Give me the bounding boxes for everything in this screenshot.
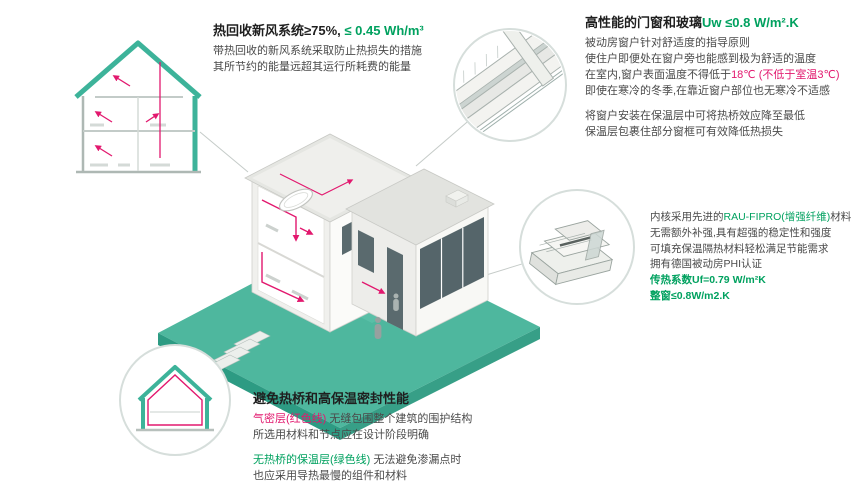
ventilation-body: 带热回收的新风系统采取防止热损失的措施 其所节约的能量远超其运行所耗费的能量 — [213, 44, 528, 76]
ventilation-title: 热回收新风系统≥75%, ≤ 0.45 Wh/m³ — [213, 20, 528, 39]
profile-line-1-material: RAU-FIPRO(增强纤维) — [723, 211, 831, 223]
profile-uf-value: 传热系数Uf=0.79 W/m²K — [650, 274, 766, 286]
ventilation-title-text: 热回收新风系统≥75%, — [213, 23, 341, 38]
person-figure — [393, 293, 399, 311]
windows-title: 高性能的门窗和玻璃Uw ≤0.8 W/m².K — [585, 12, 861, 31]
profile-line-1-suffix: 材料 — [830, 211, 852, 223]
windows-line-1: 被动房窗户针对舒适度的指导原则 — [585, 37, 750, 49]
glass-door — [387, 247, 403, 330]
ventilation-duct — [94, 62, 161, 158]
windows-line-3: 在室内,窗户表面温度不得低于18℃ (不低于室温3℃) — [585, 68, 861, 84]
section-roof — [74, 40, 202, 99]
windows-line-5: 将窗户安装在保温层中可将热桥效应降至最低 — [585, 109, 805, 122]
profile-callout: 内核采用先进的RAU-FIPRO(增强纤维)材料 无需额外补强,具有超强的稳定性… — [650, 210, 864, 305]
windows-line-4: 即使在寒冷的冬季,在靠近窗户部位也无寒冷不适感 — [585, 84, 831, 97]
ventilation-line-1: 带热回收的新风系统采取防止热损失的措施 — [213, 45, 422, 57]
windows-line-3-value: 18℃ (不低于室温3℃) — [731, 68, 840, 81]
window-profile-detail-icon — [519, 189, 635, 305]
ventilation-title-value: ≤ 0.45 Wh/m³ — [340, 23, 424, 38]
profile-line-3: 可填充保温隔热材料轻松满足节能需求 — [650, 242, 829, 255]
ventilation-line-2: 其所节约的能量远超其运行所耗费的能量 — [213, 60, 411, 73]
windows-title-text: 高性能的门窗和玻璃 — [585, 15, 703, 30]
profile-uw-value: 整窗≤0.8W/m2.K — [650, 289, 730, 302]
profile-line-1-text: 内核采用先进的 — [650, 211, 724, 223]
bathtub — [278, 188, 314, 212]
airtight-layer-line — [147, 374, 203, 426]
windows-callout: 高性能的门窗和玻璃Uw ≤0.8 W/m².K 被动房窗户针对舒适度的指导原则 … — [585, 12, 861, 141]
rooftop-unit — [445, 189, 469, 208]
thermal-body: 气密层(红色线) 无缝包围整个建筑的围护结构 所选用材料和节点应在设计阶段明确 … — [253, 412, 583, 492]
profile-line-4: 拥有德国被动房PHI认证 — [650, 258, 763, 271]
thermal-line-1-text: 无缝包围整个建筑的围护结构 — [326, 413, 473, 425]
profile-line-2: 无需额外补强,具有超强的稳定性和强度 — [650, 226, 832, 239]
windows-line-2: 使住户即便处在窗户旁也能感到极为舒适的温度 — [585, 52, 816, 65]
profile-body: 内核采用先进的RAU-FIPRO(增强纤维)材料 无需额外补强,具有超强的稳定性… — [650, 210, 864, 305]
thermal-envelope-icon — [119, 344, 231, 456]
thermal-callout: 避免热桥和高保温密封性能 气密层(红色线) 无缝包围整个建筑的围护结构 所选用材… — [253, 388, 583, 492]
thermal-line-3-text: 无法避免渗漏点时 — [370, 453, 462, 466]
thermal-line-4: 也应采用导热最慢的组件和材料 — [253, 469, 407, 482]
profile-line-1: 内核采用先进的RAU-FIPRO(增强纤维)材料 — [650, 210, 864, 226]
thermal-title: 避免热桥和高保温密封性能 — [253, 391, 410, 406]
thermal-line-2: 所选用材料和节点应在设计阶段明确 — [253, 428, 429, 441]
windows-line-3-text: 在室内,窗户表面温度不得低于 — [585, 68, 732, 81]
thermal-airtight-label: 气密层(红色线) — [253, 413, 327, 425]
person-figure — [374, 317, 382, 339]
thermal-line-1: 气密层(红色线) 无缝包围整个建筑的围护结构 — [253, 412, 583, 428]
window-corner-detail-icon — [444, 16, 572, 142]
section-house-icon — [74, 40, 202, 174]
side-window — [358, 230, 374, 273]
house-front-wing — [345, 168, 495, 337]
ventilation-callout: 热回收新风系统≥75%, ≤ 0.45 Wh/m³ 带热回收的新风系统采取防止热… — [213, 20, 528, 76]
windows-body: 被动房窗户针对舒适度的指导原则 使住户即便处在窗户旁也能感到极为舒适的温度 在室… — [585, 36, 861, 141]
thermal-insulation-label: 无热桥的保温层(绿色线) — [253, 453, 371, 466]
glass-facade — [420, 217, 484, 309]
wing-roof — [345, 168, 495, 246]
ventilation-ducts — [261, 199, 314, 302]
windows-title-value: Uw ≤0.8 W/m².K — [702, 15, 799, 30]
insulation-layer-line — [137, 365, 213, 402]
cutaway-interior — [257, 185, 325, 325]
windows-line-6: 保温层包裹住部分窗框可有效降低热损失 — [585, 125, 783, 138]
thermal-line-3: 无热桥的保温层(绿色线) 无法避免渗漏点时 — [253, 453, 583, 469]
